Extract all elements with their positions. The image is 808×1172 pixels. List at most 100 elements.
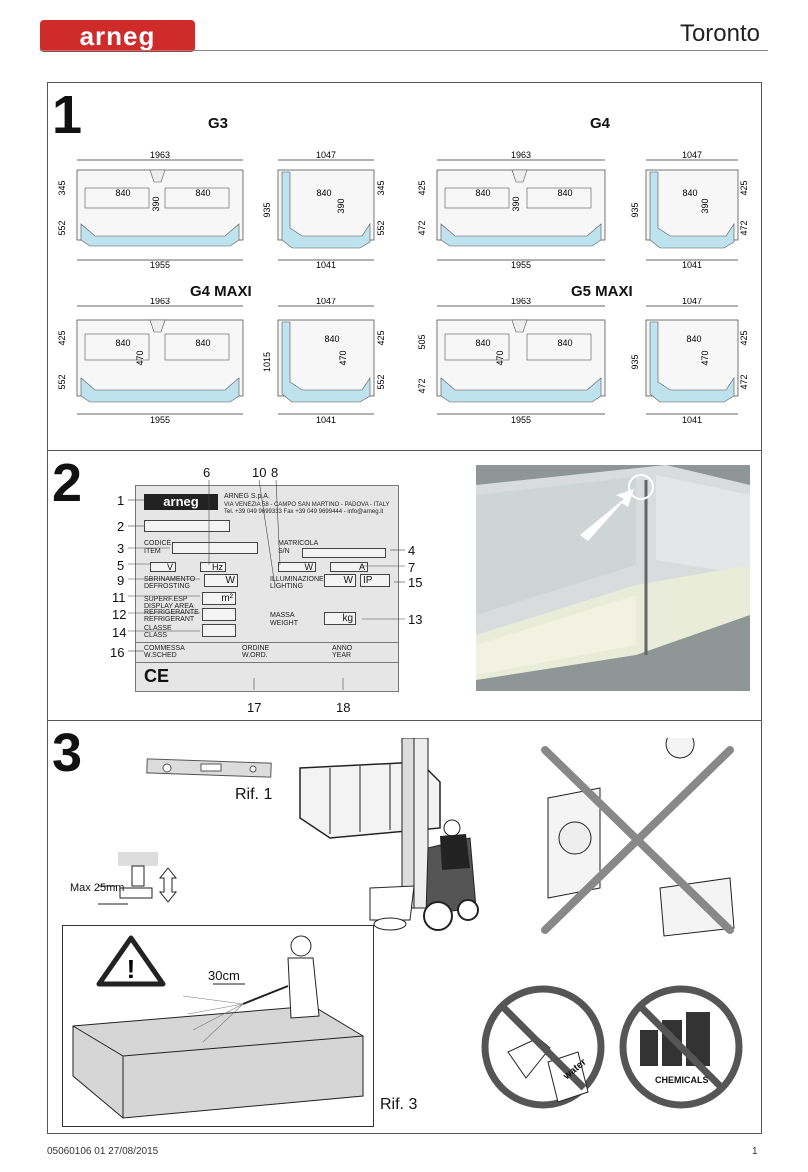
- dim-label: 840: [475, 188, 490, 198]
- section-2-number: 2: [52, 453, 83, 513]
- plate-sn: S/N: [278, 548, 290, 555]
- dim-label: 840: [324, 334, 339, 344]
- dim-label: 425: [417, 180, 427, 195]
- callout-14: 14: [112, 625, 127, 640]
- model-g3-label: G3: [208, 115, 229, 132]
- plate-massa: MASSA: [270, 612, 295, 619]
- plate-field-defrost-w: W: [204, 574, 238, 587]
- plate-logo: arneg: [144, 494, 218, 510]
- dim-label: 1047: [316, 298, 336, 306]
- callout-10: 10: [252, 465, 267, 480]
- no-chemicals-icon: [619, 985, 743, 1109]
- plate-field-a: A: [330, 562, 368, 572]
- callout-11: 11: [112, 590, 126, 605]
- dim-label: 840: [475, 338, 490, 348]
- g5maxi-side-drawing: 1047 840 470 935 425 472 1041: [630, 298, 749, 425]
- arneg-logo: arneg: [40, 20, 195, 52]
- dim-label: 552: [376, 220, 386, 235]
- dim-label: 390: [700, 198, 710, 213]
- plate-year: YEAR: [332, 652, 352, 659]
- dim-label: 1955: [150, 415, 170, 425]
- model-title: Toronto: [679, 20, 760, 47]
- dim-label: 390: [511, 196, 521, 211]
- dim-label: 1955: [511, 415, 531, 425]
- callout-4: 4: [408, 543, 416, 558]
- ce-mark: CE: [144, 666, 170, 686]
- dim-label: 840: [682, 188, 697, 198]
- callout-18: 18: [336, 700, 351, 715]
- dim-label: 935: [630, 202, 640, 217]
- section-divider-1: [47, 450, 761, 451]
- g3-front-drawing: 1963 840 840 390 345 552 1955: [57, 150, 244, 270]
- dim-label: 472: [417, 220, 427, 235]
- dim-label: 840: [557, 338, 572, 348]
- model-g5maxi-label: G5 MAXI: [571, 283, 633, 300]
- plate-item: ITEM: [144, 548, 161, 555]
- plate-company: ARNEG S.p.A.: [224, 493, 270, 500]
- plate-weight: WEIGHT: [270, 620, 298, 627]
- plate-field-w: W: [278, 562, 316, 572]
- dim-label: 840: [195, 188, 210, 198]
- dim-label: 552: [57, 374, 67, 389]
- dim-label: 472: [739, 220, 749, 235]
- dim-label: 425: [57, 330, 67, 345]
- dim-label: 425: [739, 180, 749, 195]
- plate-field-sn: [302, 548, 386, 558]
- plate-wsched: W.SCHED: [144, 652, 177, 659]
- spray-distance-label: 30cm: [208, 968, 240, 983]
- rif1-label: Rif. 1: [235, 786, 273, 803]
- dim-label: 470: [338, 350, 348, 365]
- plate-field-ip: IP: [360, 574, 390, 587]
- g3-side-drawing: 1047 840 390 935 345 552 1041: [262, 150, 386, 270]
- plate-field-v: V: [150, 562, 176, 572]
- plate-sbrinamento: SBRINAMENTO: [144, 576, 196, 583]
- plate-classe: CLASSE: [144, 625, 172, 632]
- dim-label: 935: [262, 202, 272, 217]
- dim-label: 470: [495, 350, 505, 365]
- dim-label: 840: [686, 334, 701, 344]
- callout-13: 13: [408, 612, 423, 627]
- model-g4maxi-label: G4 MAXI: [190, 283, 252, 300]
- g4-front-drawing: 1963 840 840 390 425 472 1955: [417, 150, 606, 270]
- dim-label: 470: [700, 350, 710, 365]
- dim-label: 1963: [511, 298, 531, 306]
- dim-label: 472: [739, 374, 749, 389]
- plate-superf: SUPERF.ESP: [144, 596, 188, 603]
- dim-label: 840: [557, 188, 572, 198]
- section-3-number: 3: [52, 723, 83, 783]
- plate-display-area: DISPLAY AREA: [144, 603, 194, 610]
- plate-commessa: COMMESSA: [144, 645, 185, 652]
- section-divider-2: [47, 720, 761, 721]
- dim-label: 1015: [262, 352, 272, 372]
- plate-rule: [136, 662, 398, 663]
- content-frame: [47, 82, 762, 1134]
- chemicals-label: CHEMICALS: [655, 1075, 709, 1085]
- callout-leaders: [128, 479, 405, 690]
- dim-label: 505: [417, 334, 427, 349]
- dim-label: 1955: [511, 260, 531, 270]
- dim-label: 470: [135, 350, 145, 365]
- plate-rule: [136, 642, 398, 643]
- dim-label: 1041: [682, 260, 702, 270]
- callout-17: 17: [247, 700, 262, 715]
- plate-address: VIA VENEZIA 58 - CAMPO SAN MARTINO - PAD…: [224, 502, 390, 508]
- dim-label: 345: [57, 180, 67, 195]
- dim-label: 390: [336, 198, 346, 213]
- plate-field-hz: Hz: [200, 562, 226, 572]
- g4-side-drawing: 1047 840 390 935 425 472 1041: [630, 150, 749, 270]
- dim-label: 1047: [682, 150, 702, 160]
- dim-label: 840: [195, 338, 210, 348]
- dim-label: 1041: [316, 415, 336, 425]
- plate-refrigerant: REFRIGERANT: [144, 616, 195, 623]
- plate-lighting: LIGHTING: [270, 583, 304, 590]
- section-1-number: 1: [52, 85, 83, 145]
- g5maxi-front-drawing: 1963 840 840 470 505 472 1955: [417, 298, 606, 425]
- plate-matricola: MATRICOLA: [278, 540, 319, 547]
- plate-codice: CODICE: [144, 540, 172, 547]
- callout-15: 15: [408, 575, 423, 590]
- plate-field-class: [202, 624, 236, 637]
- plate-field-kg: kg: [324, 612, 356, 625]
- callout-9: 9: [117, 573, 125, 588]
- dim-label: 345: [376, 180, 386, 195]
- cabinet-photo: [476, 465, 750, 691]
